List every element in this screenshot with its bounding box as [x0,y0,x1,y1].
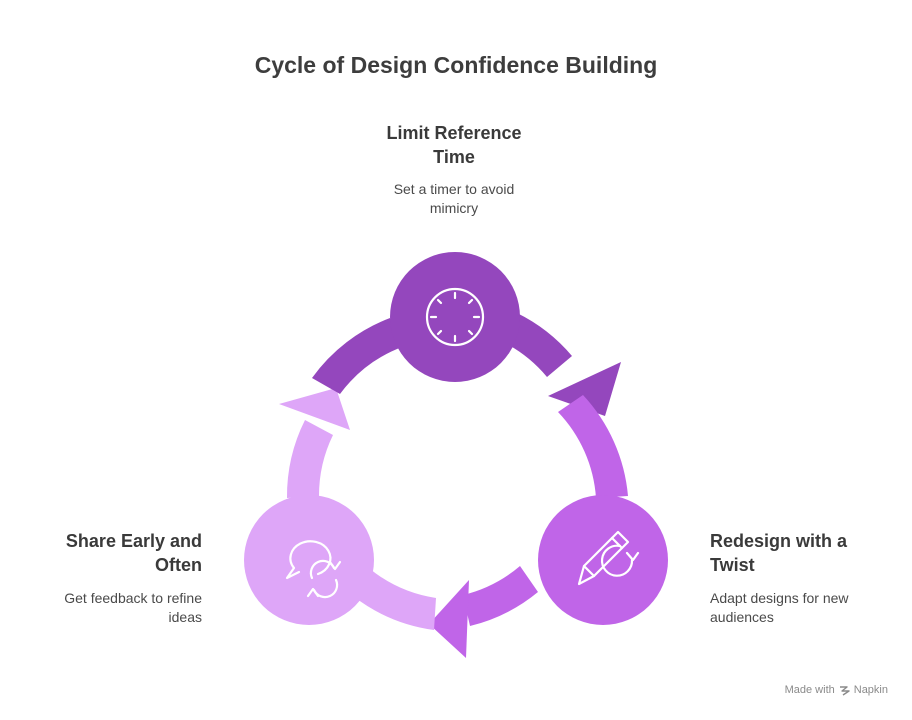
arrowhead-left-top [279,388,350,430]
footer-credit: Made with Napkin [785,684,888,696]
node-left-circle [244,495,374,625]
pencil-refresh-icon [577,530,640,586]
page-title: Cycle of Design Confidence Building [254,52,658,78]
footer-brand: Napkin [853,684,888,696]
arc-top-left-tail [312,318,402,394]
arrowhead-top-right [548,362,621,416]
arrowhead-right-left [429,580,469,658]
napkin-logo-icon [839,685,850,696]
arc-top-to-right [503,313,621,416]
clock-icon [425,287,485,347]
node-top-circle [390,252,520,382]
arc-right-to-left [429,395,628,658]
arc-left-to-top [279,388,436,630]
footer-prefix: Made with [784,684,835,696]
chat-refresh-icon [285,540,342,599]
